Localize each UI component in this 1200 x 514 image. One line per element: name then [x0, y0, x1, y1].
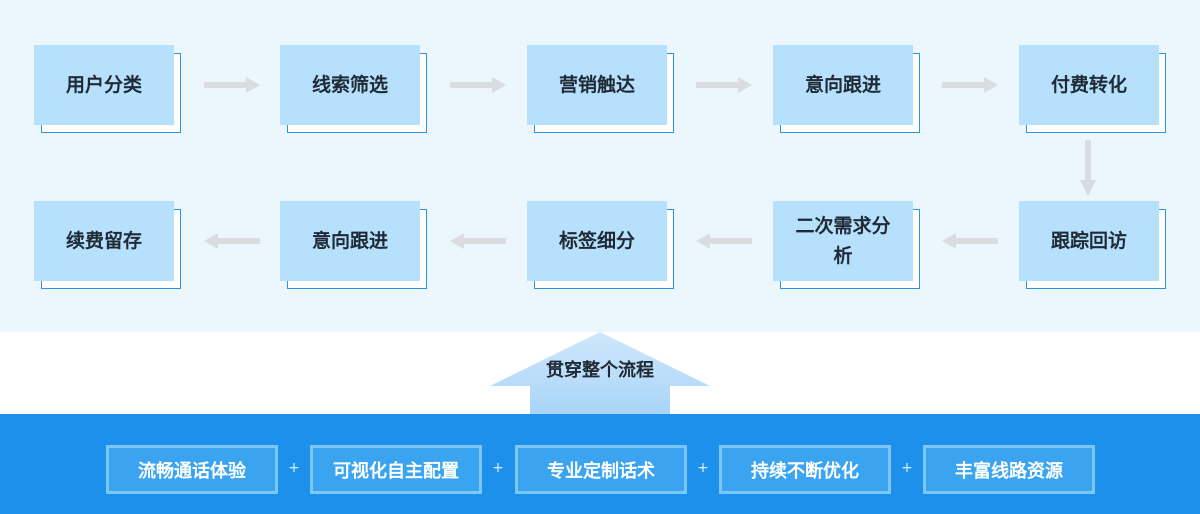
step-marketing-outreach: 营销触达 [527, 45, 674, 133]
arrow-right-icon [942, 77, 998, 93]
step-label: 用户分类 [34, 45, 174, 125]
center-label: 贯穿整个流程 [546, 360, 654, 381]
feature-visual-config: 可视化自主配置 [310, 445, 482, 494]
arrow-left-icon [204, 233, 260, 249]
step-lead-screening: 线索筛选 [280, 45, 427, 133]
step-intent-followup: 意向跟进 [773, 45, 920, 133]
arrow-right-icon [204, 77, 260, 93]
arrow-left-icon [942, 233, 998, 249]
big-up-arrow-icon [490, 332, 710, 414]
step-label: 跟踪回访 [1019, 201, 1159, 281]
arrow-right-icon [450, 77, 506, 93]
feature-smooth-call: 流畅通话体验 [106, 445, 278, 494]
step-label: 二次需求分析 [773, 201, 913, 281]
arrow-left-icon [696, 233, 752, 249]
step-label: 线索筛选 [280, 45, 420, 125]
step-label: 续费留存 [34, 201, 174, 281]
step-paid-conversion: 付费转化 [1019, 45, 1166, 133]
step-label: 意向跟进 [280, 201, 420, 281]
step-label: 标签细分 [527, 201, 667, 281]
step-label: 营销触达 [527, 45, 667, 125]
plus-icon: + [901, 460, 913, 476]
step-followup-visit: 跟踪回访 [1019, 201, 1166, 289]
step-label: 意向跟进 [773, 45, 913, 125]
arrow-left-icon [450, 233, 506, 249]
step-tag-segmentation: 标签细分 [527, 201, 674, 289]
plus-icon: + [288, 460, 300, 476]
plus-icon: + [492, 460, 504, 476]
arrow-down-icon [1080, 140, 1096, 196]
feature-custom-script: 专业定制话术 [515, 445, 687, 494]
plus-icon: + [697, 460, 709, 476]
step-intent-followup-2: 意向跟进 [280, 201, 427, 289]
arrow-right-icon [696, 77, 752, 93]
process-panel: 用户分类 线索筛选 营销触达 意向跟进 付费转化 续费留存 意向跟进 [0, 0, 1200, 332]
step-renewal-retention: 续费留存 [34, 201, 181, 289]
step-label: 付费转化 [1019, 45, 1159, 125]
step-user-classification: 用户分类 [34, 45, 181, 133]
step-secondary-demand-analysis: 二次需求分析 [773, 201, 920, 289]
feature-continuous-optimization: 持续不断优化 [719, 445, 891, 494]
feature-rich-lines: 丰富线路资源 [923, 445, 1095, 494]
